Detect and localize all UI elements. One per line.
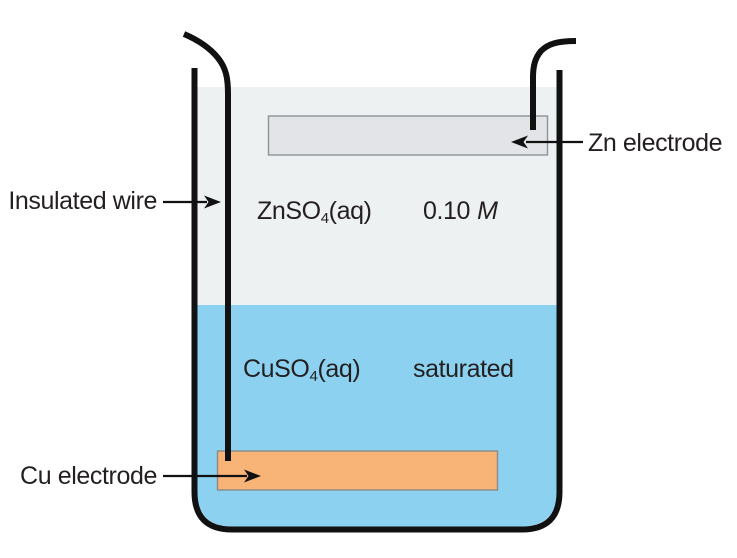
zinc-formula-subscript: 4 — [320, 210, 329, 227]
zn-electrode-arrow — [511, 135, 583, 149]
zinc-formula-state: (aq) — [328, 197, 372, 225]
cu-electrode-arrow — [163, 469, 261, 483]
wire-right — [530, 38, 577, 130]
cu-electrode-bar — [216, 450, 499, 491]
zn-electrode-label: Zn electrode — [588, 129, 723, 157]
insulated-wire-arrowhead-icon — [204, 195, 221, 209]
cu-electrode-arrowhead-icon — [244, 469, 261, 483]
zinc-concentration-unit: M — [477, 197, 498, 225]
insulated-wire-label: Insulated wire — [8, 187, 157, 215]
copper-solution-layer — [197, 305, 557, 527]
cu-electrode-label: Cu electrode — [20, 462, 157, 490]
copper-formula-prefix: CuSO — [243, 355, 310, 383]
insulated-wire-arrow — [163, 195, 221, 209]
zn-electrode-arrowhead-icon — [511, 135, 528, 149]
copper-formula-state: (aq) — [317, 355, 361, 383]
copper-formula-subscript: 4 — [309, 368, 318, 385]
zn-electrode-bar — [267, 115, 549, 156]
copper-solution-formula: CuSO4(aq) — [243, 355, 361, 385]
zinc-formula-prefix: ZnSO — [257, 197, 321, 225]
zinc-concentration-value: 0.10 — [423, 197, 471, 225]
zinc-solution-formula: ZnSO4(aq) — [257, 197, 372, 227]
beaker-outline — [191, 68, 563, 533]
copper-solution-concentration: saturated — [413, 355, 514, 383]
insulated-wire-left — [182, 31, 231, 461]
